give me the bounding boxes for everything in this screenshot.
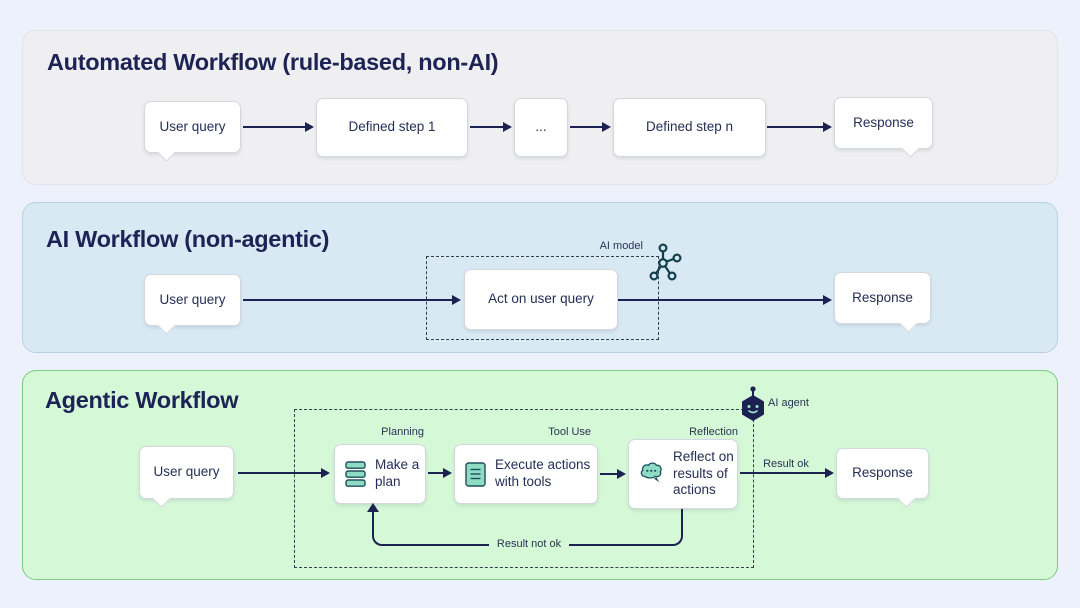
user-query-label: User query	[159, 118, 226, 134]
defined-step-1-label: Defined step 1	[348, 119, 436, 135]
flow-arrow	[600, 469, 626, 479]
flow-arrow	[618, 295, 832, 305]
automated-workflow-title: Automated Workflow (rule-based, non-AI)	[47, 49, 499, 75]
execute-actions-node: Execute actions with tools	[454, 444, 598, 504]
flow-arrow	[428, 468, 452, 478]
feedback-line-left	[372, 511, 489, 546]
act-on-user-query-node: Act on user query	[464, 269, 618, 330]
response-bubble: Response	[836, 448, 929, 508]
ellipsis-node: ...	[514, 98, 568, 157]
response-label: Response	[852, 465, 913, 481]
agentic-workflow-title: Agentic Workflow	[45, 387, 239, 413]
ellipsis-label: ...	[535, 119, 547, 135]
planning-label: Planning	[381, 426, 424, 438]
feedback-arrowhead	[367, 503, 379, 512]
user-query-bubble: User query	[144, 274, 241, 335]
make-a-plan-node: Make a plan	[334, 444, 426, 504]
user-query-label: User query	[153, 464, 220, 480]
user-query-label: User query	[159, 291, 226, 307]
user-query-bubble: User query	[144, 101, 241, 162]
automated-workflow-panel: Automated Workflow (rule-based, non-AI) …	[22, 30, 1058, 185]
bubble-tail	[157, 316, 176, 335]
ai-workflow-panel: AI Workflow (non-agentic) User query AI …	[22, 202, 1058, 353]
defined-step-1-node: Defined step 1	[316, 98, 468, 157]
thought-bubble-icon	[639, 461, 664, 488]
reflect-node: Reflect on results of actions	[628, 439, 738, 509]
flow-arrow	[767, 122, 832, 132]
feedback-line-right	[569, 509, 683, 546]
defined-step-n-node: Defined step n	[613, 98, 766, 157]
response-label: Response	[853, 114, 914, 130]
tool-use-label: Tool Use	[548, 426, 591, 438]
robot-hexagon-icon	[739, 384, 767, 428]
reflection-label: Reflection	[689, 426, 738, 438]
bubble-tail	[897, 489, 916, 508]
bubble-tail	[157, 143, 176, 162]
flow-arrow	[243, 295, 461, 305]
make-a-plan-label: Make a plan	[375, 457, 420, 489]
response-bubble: Response	[834, 97, 933, 158]
response-label: Response	[852, 289, 913, 305]
flow-arrow	[238, 468, 330, 478]
ai-model-label: AI model	[599, 240, 643, 252]
result-ok-label: Result ok	[763, 458, 809, 470]
stack-icon	[345, 460, 366, 488]
flow-arrow	[243, 122, 314, 132]
response-bubble: Response	[834, 272, 931, 333]
reflect-label: Reflect on results of actions	[673, 448, 734, 498]
bubble-tail	[899, 314, 918, 333]
molecule-icon	[645, 241, 683, 287]
ai-agent-boundary	[294, 409, 754, 568]
ai-model-boundary	[426, 256, 659, 340]
agentic-workflow-panel: Agentic Workflow User query Planning Too…	[22, 370, 1058, 580]
result-not-ok-label: Result not ok	[496, 538, 562, 550]
execute-actions-label: Execute actions with tools	[495, 457, 591, 489]
bubble-tail	[901, 139, 920, 158]
user-query-bubble: User query	[139, 446, 234, 508]
flow-arrow	[740, 468, 834, 478]
bubble-tail	[152, 489, 171, 508]
document-icon	[465, 461, 486, 487]
defined-step-n-label: Defined step n	[645, 119, 734, 135]
act-on-user-query-label: Act on user query	[488, 291, 594, 307]
ai-agent-label: AI agent	[768, 397, 809, 409]
flow-arrow	[570, 122, 611, 132]
ai-workflow-title: AI Workflow (non-agentic)	[46, 226, 330, 252]
flow-arrow	[470, 122, 512, 132]
